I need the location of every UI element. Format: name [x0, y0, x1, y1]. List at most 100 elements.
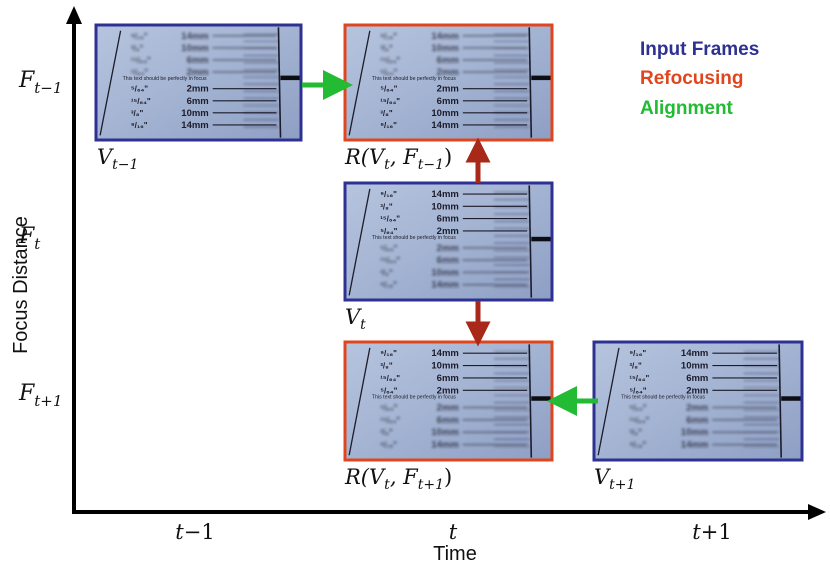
svg-text:14mm: 14mm [431, 440, 458, 451]
svg-text:¹⁵/₆₄": ¹⁵/₆₄" [380, 374, 400, 383]
svg-text:14mm: 14mm [681, 440, 708, 451]
svg-text:10mm: 10mm [431, 201, 458, 212]
y-tick-label: Ft−1 [18, 68, 62, 97]
y-axis-arrowhead [66, 6, 82, 24]
svg-text:⁹/₁₆": ⁹/₁₆" [380, 32, 397, 41]
svg-text:⁹/₁₆": ⁹/₁₆" [380, 121, 397, 130]
x-axis-title: Time [433, 543, 477, 565]
svg-text:2mm: 2mm [686, 402, 708, 413]
svg-text:6mm: 6mm [437, 255, 459, 266]
svg-text:⁹/₁₆": ⁹/₁₆" [380, 281, 397, 290]
y-tick-label: Ft+1 [18, 381, 62, 410]
svg-text:This text should be perfectly: This text should be perfectly in focus [372, 235, 456, 241]
svg-text:⁹/₁₆": ⁹/₁₆" [131, 32, 148, 41]
svg-text:³/₈": ³/₈" [131, 109, 144, 118]
svg-text:³/₈": ³/₈" [380, 109, 393, 118]
svg-text:2mm: 2mm [437, 226, 459, 237]
svg-text:⁵/₆₄": ⁵/₆₄" [380, 85, 397, 94]
svg-text:¹⁵/₆₄": ¹⁵/₆₄" [380, 97, 400, 106]
svg-text:³/₈": ³/₈" [131, 44, 144, 53]
svg-text:10mm: 10mm [181, 43, 208, 54]
frame-border [94, 23, 303, 142]
svg-text:6mm: 6mm [437, 96, 459, 107]
svg-text:⁹/₁₆": ⁹/₁₆" [629, 441, 646, 450]
svg-text:This text should be perfectly: This text should be perfectly in focus [123, 76, 207, 82]
axes [66, 6, 826, 520]
x-tick-label: t+1 [692, 520, 731, 544]
svg-text:⁵/₆₄": ⁵/₆₄" [629, 386, 646, 395]
svg-text:10mm: 10mm [431, 427, 458, 438]
svg-text:6mm: 6mm [686, 373, 708, 384]
x-tick-labels: t−1 t t+1 [175, 520, 731, 544]
svg-text:10mm: 10mm [431, 43, 458, 54]
frame-label: Vt+1 [594, 465, 635, 493]
svg-text:6mm: 6mm [437, 415, 459, 426]
svg-text:10mm: 10mm [181, 108, 208, 119]
svg-text:This text should be perfectly: This text should be perfectly in focus [372, 395, 456, 401]
svg-text:⁹/₁₆": ⁹/₁₆" [629, 349, 646, 358]
svg-text:6mm: 6mm [686, 415, 708, 426]
svg-text:³/₈": ³/₈" [380, 202, 393, 211]
y-axis-title: Focus Distance [10, 216, 32, 354]
svg-text:⁹/₁₆": ⁹/₁₆" [380, 441, 397, 450]
svg-text:⁹/₁₆": ⁹/₁₆" [131, 121, 148, 130]
svg-text:⁵/₆₄": ⁵/₆₄" [629, 403, 646, 412]
svg-text:6mm: 6mm [187, 96, 209, 107]
svg-text:This text should be perfectly: This text should be perfectly in focus [372, 76, 456, 82]
x-tick-label: t−1 [175, 520, 214, 544]
svg-text:2mm: 2mm [437, 243, 459, 254]
svg-text:14mm: 14mm [431, 280, 458, 291]
svg-text:10mm: 10mm [431, 108, 458, 119]
x-tick-label: t [449, 520, 458, 544]
svg-text:6mm: 6mm [437, 214, 459, 225]
svg-text:⁵/₆₄": ⁵/₆₄" [380, 386, 397, 395]
svg-text:14mm: 14mm [431, 348, 458, 359]
frame-label: R(Vt, Ft−1) [344, 145, 452, 173]
svg-text:⁹/₁₆": ⁹/₁₆" [380, 349, 397, 358]
svg-text:10mm: 10mm [681, 361, 708, 372]
svg-text:14mm: 14mm [431, 31, 458, 42]
svg-text:This text should be perfectly: This text should be perfectly in focus [621, 395, 705, 401]
svg-text:³/₈": ³/₈" [380, 362, 393, 371]
svg-text:2mm: 2mm [187, 84, 209, 95]
svg-text:2mm: 2mm [437, 402, 459, 413]
svg-text:¹⁵/₆₄": ¹⁵/₆₄" [380, 256, 400, 265]
svg-text:2mm: 2mm [437, 84, 459, 95]
svg-text:⁵/₆₄": ⁵/₆₄" [131, 85, 148, 94]
y-tick-label: Ft [18, 224, 41, 253]
svg-text:¹⁵/₆₄": ¹⁵/₆₄" [131, 97, 151, 106]
svg-text:14mm: 14mm [431, 120, 458, 131]
svg-text:¹⁵/₆₄": ¹⁵/₆₄" [380, 416, 400, 425]
frame-label: Vt [345, 305, 366, 333]
frame-label: R(Vt, Ft+1) [344, 465, 452, 493]
legend-item: Refocusing [640, 68, 743, 89]
svg-text:⁵/₆₄": ⁵/₆₄" [380, 68, 397, 77]
svg-text:10mm: 10mm [681, 427, 708, 438]
svg-text:¹⁵/₆₄": ¹⁵/₆₄" [629, 416, 649, 425]
svg-text:⁵/₆₄": ⁵/₆₄" [380, 403, 397, 412]
svg-text:6mm: 6mm [437, 55, 459, 66]
svg-text:⁵/₆₄": ⁵/₆₄" [380, 244, 397, 253]
svg-text:6mm: 6mm [437, 373, 459, 384]
svg-text:14mm: 14mm [681, 348, 708, 359]
svg-text:6mm: 6mm [187, 55, 209, 66]
legend-item: Alignment [640, 98, 734, 119]
svg-text:10mm: 10mm [431, 361, 458, 372]
svg-text:2mm: 2mm [437, 385, 459, 396]
svg-text:¹⁵/₆₄": ¹⁵/₆₄" [380, 56, 400, 65]
frame-label: Vt−1 [97, 145, 138, 173]
svg-text:¹⁵/₆₄": ¹⁵/₆₄" [380, 215, 400, 224]
svg-text:¹⁵/₆₄": ¹⁵/₆₄" [131, 56, 151, 65]
svg-text:³/₈": ³/₈" [629, 362, 642, 371]
svg-text:14mm: 14mm [181, 31, 208, 42]
svg-text:⁵/₆₄": ⁵/₆₄" [380, 227, 397, 236]
svg-text:³/₈": ³/₈" [380, 268, 393, 277]
svg-text:³/₈": ³/₈" [380, 44, 393, 53]
